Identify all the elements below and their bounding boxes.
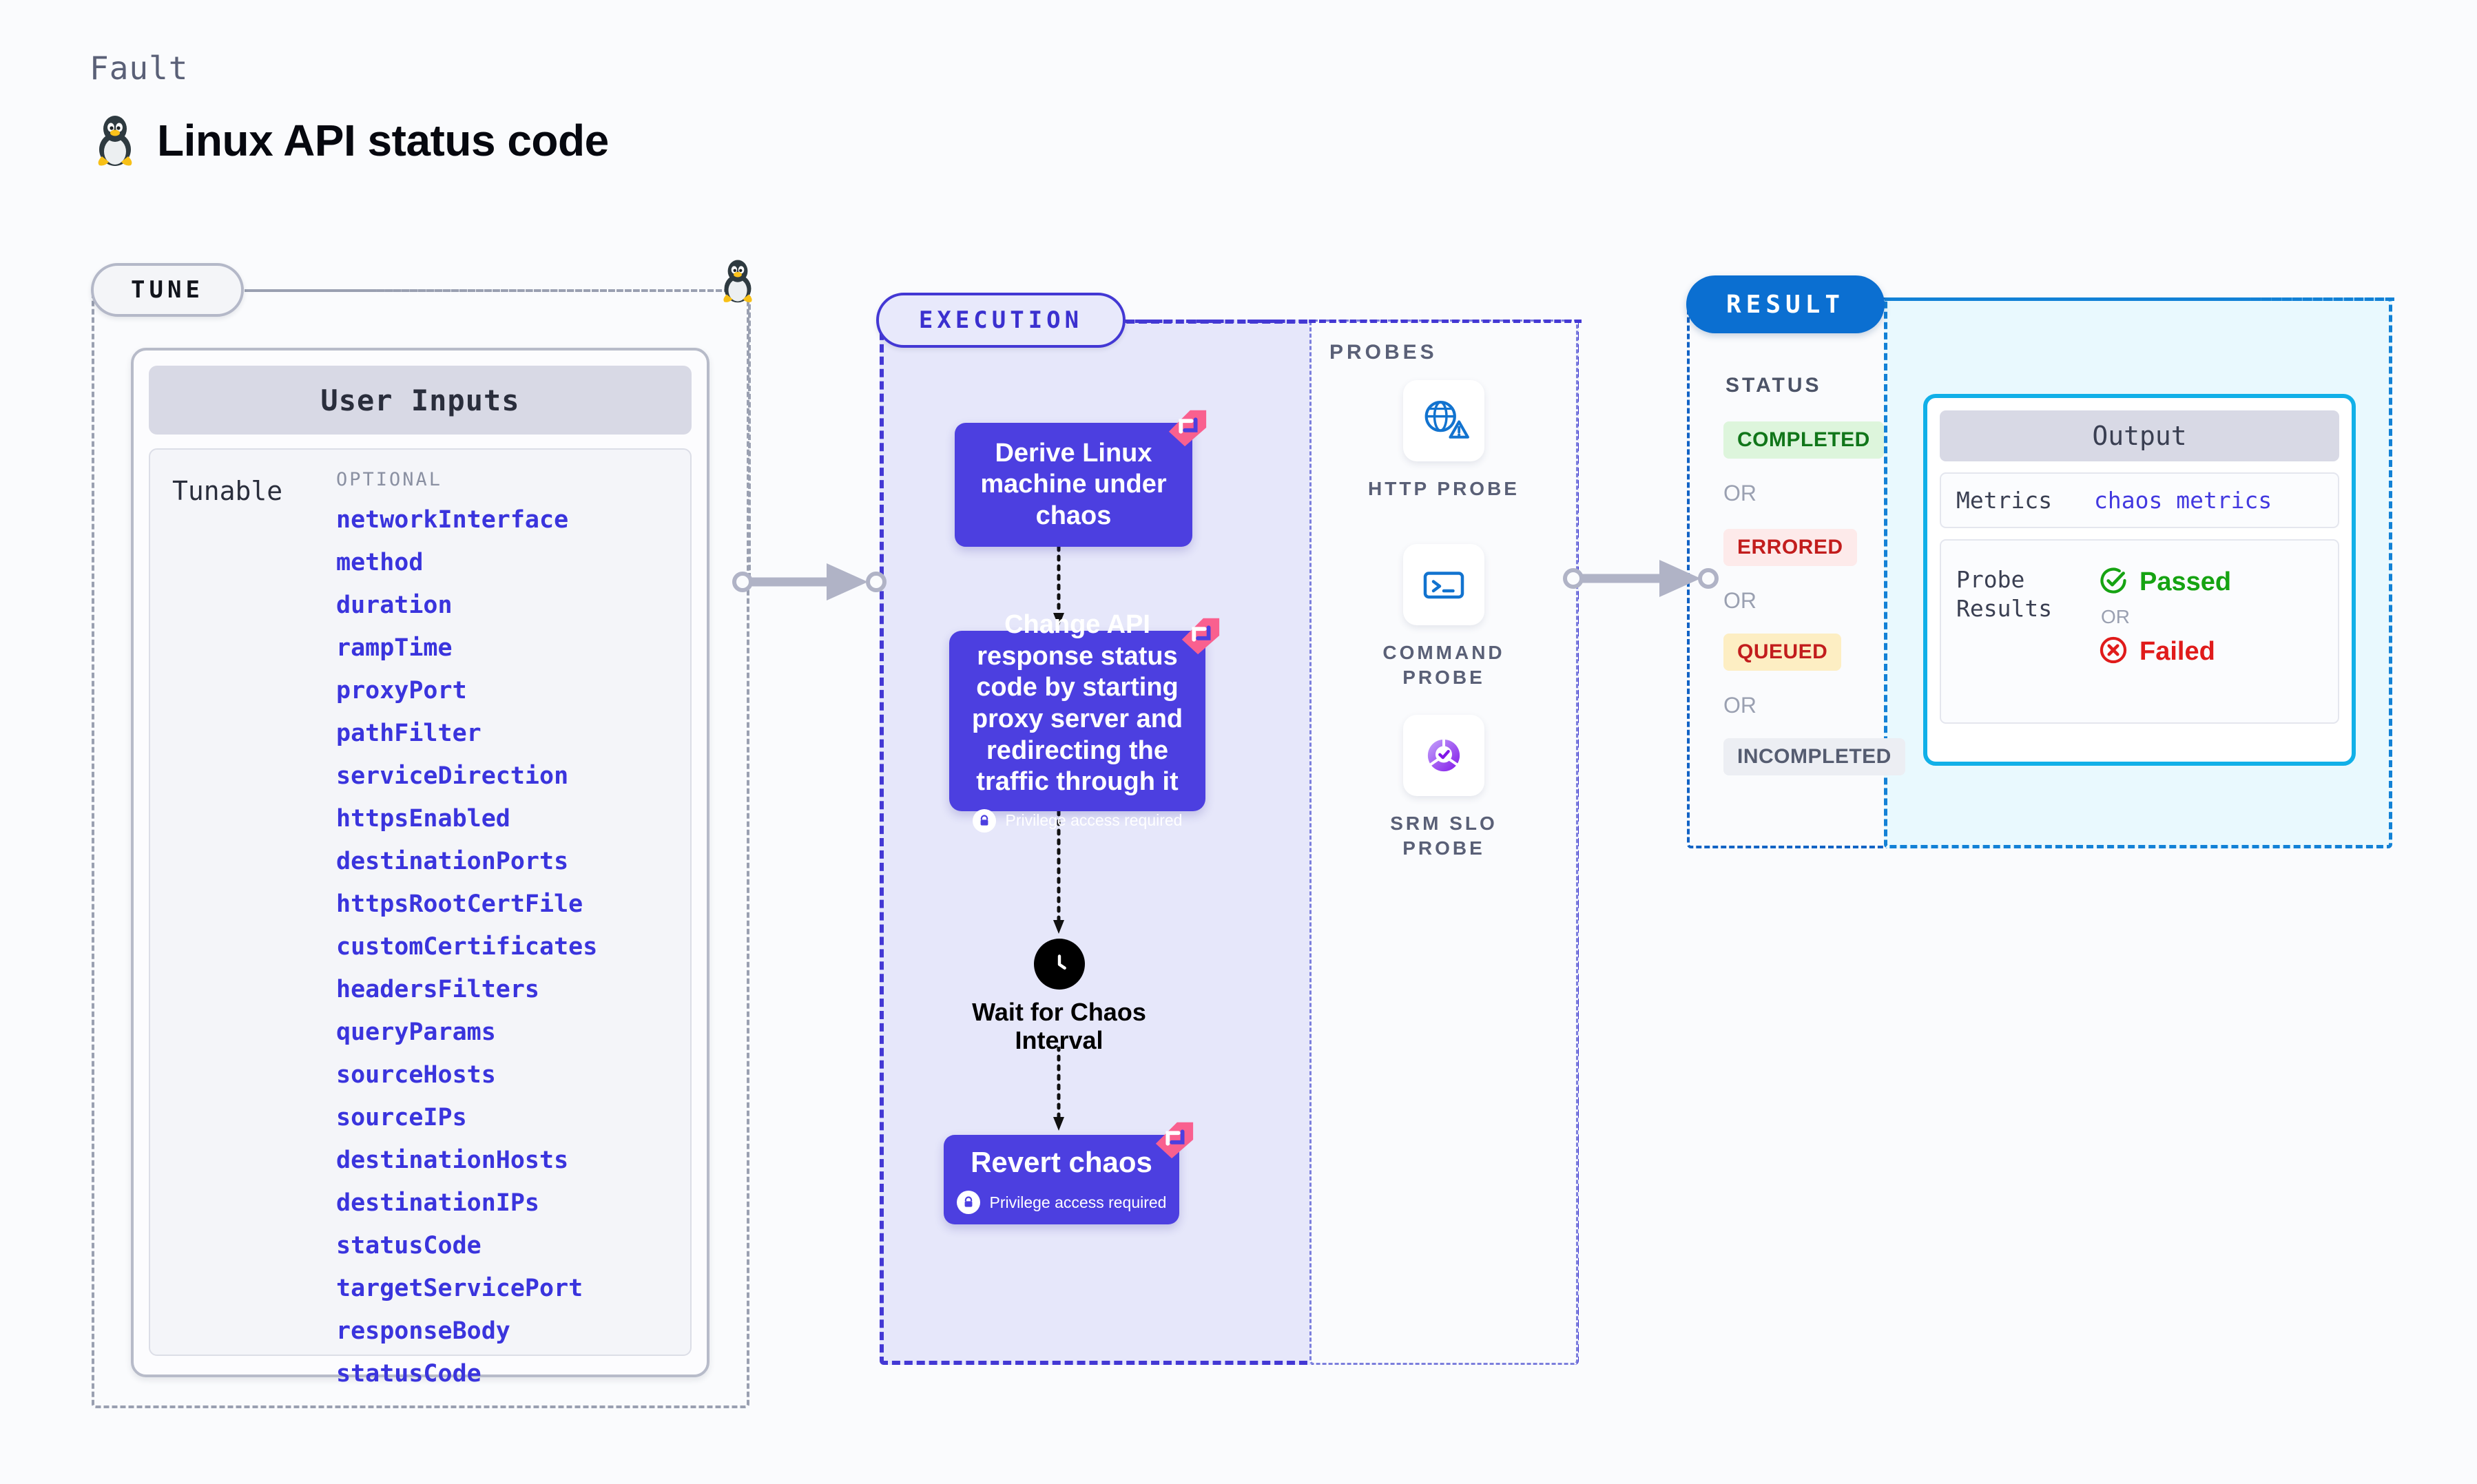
status-or-1: OR [1723,481,1756,505]
tunable-item[interactable]: proxyPort [336,677,467,704]
output-title: Output [1940,410,2339,461]
tunable-item[interactable]: serviceDirection [336,762,569,790]
globe-warning-icon [1403,380,1484,461]
tunable-item[interactable]: statusCode [336,1360,481,1388]
probe-http[interactable]: HTTP PROBE [1361,380,1526,501]
flow-arrow-2 [1053,811,1064,934]
tunable-item[interactable]: headersFilters [336,976,540,1003]
chaos-fault-badge-icon [1155,1122,1194,1159]
probe-http-label: HTTP PROBE [1368,478,1520,499]
status-or-2: OR [1723,588,1756,613]
page-title-row: Linux API status code [92,114,609,167]
tunable-item[interactable]: destinationPorts [336,848,569,875]
connector-tune-to-execution [732,563,887,600]
linux-penguin-icon [92,114,138,167]
execution-lead-line [1125,320,1582,323]
execution-step-revert-label: Revert chaos [971,1145,1152,1178]
execution-step-change-api[interactable]: Change API response status code by start… [949,610,1220,833]
status-badge-errored: ERRORED [1723,529,1857,566]
lock-icon [956,1191,980,1215]
probe-srm-slo-label: SRM SLO PROBE [1390,813,1497,859]
tunable-item[interactable]: httpsEnabled [336,805,510,833]
user-inputs-title: User Inputs [149,366,692,435]
output-metrics-row: Metrics chaos metrics [1940,472,2339,529]
tunable-item[interactable]: rampTime [336,634,453,662]
terminal-icon [1403,544,1484,625]
tunable-item[interactable]: destinationIPs [336,1189,540,1217]
optional-group-label: OPTIONAL [336,469,443,490]
status-badge-incompleted: INCOMPLETED [1723,738,1905,775]
probe-result-failed: Failed [2098,635,2231,669]
output-metrics-key: Metrics [1956,487,2053,514]
execution-step-derive[interactable]: Derive Linux machine under chaos [955,410,1207,547]
connector-execution-to-result [1563,560,1719,597]
tunable-item[interactable]: responseBody [336,1317,510,1345]
linux-penguin-marker-icon [718,258,757,307]
execution-pill[interactable]: EXECUTION [876,293,1126,348]
status-or-3: OR [1723,693,1756,718]
tune-region-right-edge [748,296,751,578]
tunable-item[interactable]: queryParams [336,1018,496,1046]
probe-result-options: Passed OR Failed [2094,565,2231,669]
probe-result-passed-label: Passed [2139,567,2232,597]
tunable-item[interactable]: customCertificates [336,933,598,961]
status-badge-queued: QUEUED [1723,634,1842,671]
result-lead-line [1885,297,2394,301]
probe-command-label: COMMAND PROBE [1382,642,1505,689]
tunable-item[interactable]: statusCode [336,1232,481,1260]
flow-arrow-3 [1053,1047,1064,1131]
privilege-note-label: Privilege access required [989,1193,1167,1211]
privilege-note: Privilege access required [956,1191,1167,1215]
tunable-item[interactable]: pathFilter [336,720,481,747]
tunable-item[interactable]: duration [336,592,453,619]
tunable-item[interactable]: sourceHosts [336,1061,496,1089]
tunable-item[interactable]: httpsRootCertFile [336,890,583,918]
x-circle-icon [2098,635,2128,669]
execution-step-derive-label: Derive Linux machine under chaos [980,438,1167,530]
page-kicker: Fault [90,50,189,87]
output-metrics-value[interactable]: chaos metrics [2094,487,2272,514]
tune-lead-line [248,289,730,292]
tune-pill[interactable]: TUNE [91,263,244,317]
chaos-fault-badge-icon [1168,410,1207,447]
probe-result-or: OR [2101,606,2130,628]
user-inputs-card: User Inputs Tunable OPTIONAL networkInte… [131,348,709,1386]
tunable-item[interactable]: method [336,549,424,576]
page-title: Linux API status code [157,116,609,165]
clock-icon [1033,939,1085,990]
status-badge-completed: COMPLETED [1723,421,1884,459]
status-label: STATUS [1725,374,1822,397]
execution-step-revert[interactable]: Revert chaos Privilege access required [944,1122,1194,1224]
privilege-note: Privilege access required [972,808,1183,833]
tunable-item[interactable]: destinationHosts [336,1147,569,1174]
probe-srm-slo[interactable]: SRM SLO PROBE [1361,715,1526,861]
result-pill[interactable]: RESULT [1686,275,1885,333]
flow-arrow-1 [1053,547,1064,627]
probe-command[interactable]: COMMAND PROBE [1361,544,1526,691]
slo-gauge-check-icon [1403,715,1484,796]
lock-icon [972,808,996,833]
tunable-item[interactable]: sourceIPs [336,1104,467,1131]
tunable-list: OPTIONAL networkInterface method duratio… [336,469,690,1386]
probes-title: PROBES [1329,341,1438,364]
tunable-row-label: Tunable [172,476,283,506]
probes-region [1309,320,1578,1365]
chaos-fault-badge-icon [1181,618,1220,655]
tunables-body: Tunable OPTIONAL networkInterface method… [149,448,692,1386]
probe-result-passed: Passed [2098,565,2231,599]
tunable-item[interactable]: targetServicePort [336,1275,583,1302]
probe-result-failed-label: Failed [2139,637,2215,667]
execution-step-change-api-label: Change API response status code by start… [971,610,1183,797]
tunable-item[interactable]: networkInterface [336,506,569,534]
privilege-note-label: Privilege access required [1005,811,1183,830]
check-circle-icon [2098,565,2128,599]
